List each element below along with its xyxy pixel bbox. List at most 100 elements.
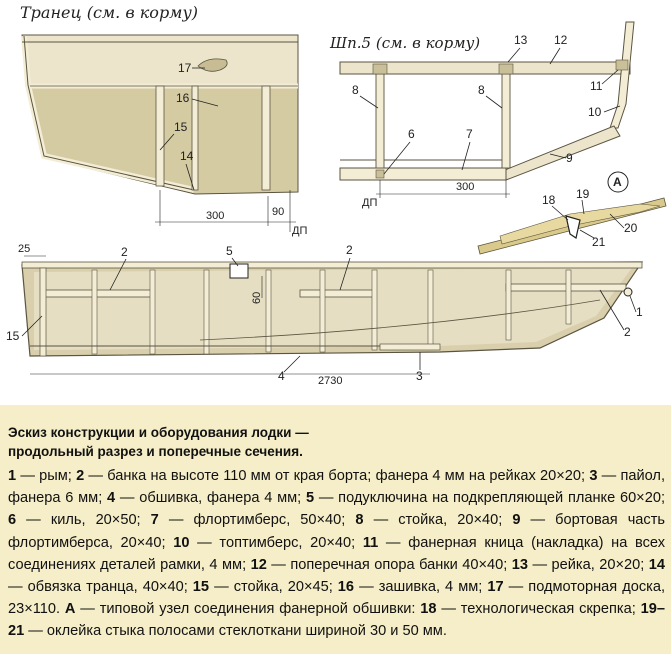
frame-8 (505, 269, 512, 341)
frame-5 (319, 269, 326, 353)
callout-14: 14 (180, 149, 194, 163)
dim-frame-width: 300 (456, 181, 474, 193)
callout-7: 7 (466, 127, 473, 141)
transom-post-2 (261, 85, 271, 191)
leader-21 (579, 229, 595, 239)
legend-number: 5 (305, 490, 315, 507)
legend-text: — бортовая часть флортимберса, 20×40; (8, 512, 665, 551)
legend-number: А (64, 601, 76, 618)
legend-number: 14 (648, 556, 665, 573)
legend-text: — рым; (16, 468, 77, 484)
mooring-ring (623, 287, 633, 297)
leader-19 (581, 199, 585, 215)
legend-number: 11 (362, 534, 379, 551)
top-timber (609, 21, 635, 129)
legend-number: 3 (589, 468, 598, 484)
legend-number: 6 (8, 512, 17, 529)
frame-2 (149, 269, 156, 355)
callout-6: 6 (408, 127, 415, 141)
boat-drawing: Транец (см. в корму) 17 16 15 14 300 90 … (6, 3, 667, 387)
legend-number: 1 (8, 468, 17, 484)
legend-number: 19–21 (8, 601, 665, 640)
leader-5 (231, 257, 239, 267)
transom-title: Транец (см. в корму) (20, 3, 198, 22)
leader-18 (551, 205, 569, 221)
callout-17: 17 (178, 61, 192, 75)
legend-number: 8 (355, 512, 364, 529)
leader-16 (191, 98, 219, 107)
floor-timber (339, 167, 507, 181)
leader-12 (549, 47, 561, 65)
gunwale (21, 261, 643, 269)
legend-text: — банка на высоте 110 мм от края борта; … (84, 468, 590, 484)
callout-1: 1 (636, 305, 643, 319)
legend-text: — флортимберс, 50×40; (158, 512, 356, 529)
legend-number: 4 (107, 490, 116, 507)
leader-1 (629, 295, 637, 313)
leader-2-c (599, 289, 625, 331)
leader-6 (383, 141, 411, 175)
leader-8-left (359, 95, 379, 109)
legend-text: — фанерная кница (накладка) на всех соед… (8, 534, 665, 573)
motor-board (197, 58, 228, 72)
caption-legend: 1 — рым; 2 — банка на высоте 110 мм от к… (8, 465, 665, 643)
knee-2 (498, 63, 514, 75)
bench-stern (41, 289, 155, 298)
dim-transom-keel: 90 (272, 206, 284, 218)
legend-text: — подмоторная доска, 23×110. (8, 579, 666, 618)
callout-8-right: 8 (478, 83, 485, 97)
chine-line (199, 299, 601, 341)
legend-text: — оклейка стыка полосами стеклоткани шир… (24, 623, 447, 640)
legend-text: — пайол, фанера 6 мм; (8, 468, 665, 507)
transom-post-1 (155, 85, 165, 187)
callout-2-c: 2 (624, 325, 631, 339)
leader-15-b (21, 315, 43, 337)
oarlock (229, 263, 249, 279)
frame-1 (91, 269, 98, 355)
callout-9: 9 (566, 151, 573, 165)
keel-block (375, 169, 385, 179)
frame-7 (427, 269, 434, 349)
leader-15 (159, 133, 175, 151)
legend-text: — обшивка, фанера 4 мм; (115, 490, 306, 507)
transom-section: Транец (см. в корму) 17 16 15 14 300 90 … (20, 3, 307, 237)
legend-text: — стойка, 20×45; (209, 579, 338, 596)
leader-2-a (109, 258, 127, 291)
leader-11 (601, 69, 619, 85)
callout-4: 4 (278, 369, 285, 383)
floorboard (379, 343, 441, 351)
callout-10: 10 (588, 105, 602, 119)
frame-4 (265, 269, 272, 353)
callout-5: 5 (226, 244, 233, 258)
hull-inner (34, 268, 632, 350)
legend-number: 15 (192, 579, 210, 596)
dim-hull-length: 2730 (318, 375, 342, 387)
legend-text: — стойка, 20×40; (363, 512, 513, 529)
figure-caption: Эскиз конструкции и оборудования лодки —… (0, 405, 671, 654)
legend-number: 17 (487, 579, 504, 596)
dim-transom-baseline: ДП (292, 225, 307, 237)
dim-transom-width: 300 (206, 210, 224, 222)
callout-3: 3 (416, 369, 423, 383)
node-a-circle (607, 171, 629, 193)
dim-bow-offset: 25 (18, 243, 30, 255)
leader-4 (283, 355, 301, 373)
caption-title: Эскиз конструкции и оборудования лодки —… (8, 423, 665, 461)
legend-text: — поперечная опора банки 40×40; (266, 556, 512, 573)
legend-number: 18 (420, 601, 437, 618)
frame-post-left (375, 73, 385, 169)
callout-21: 21 (592, 235, 606, 249)
legend-number: 10 (173, 534, 190, 551)
legend-text: — киль, 20×50; (16, 512, 151, 529)
callout-15: 15 (174, 120, 188, 134)
transom-keel-post (191, 85, 199, 191)
legend-text: — рейка, 20×20; (528, 556, 649, 573)
leader-7 (461, 141, 471, 171)
leader-20 (609, 213, 625, 229)
callout-20: 20 (624, 221, 638, 235)
longitudinal-section: 2 2 2 5 1 15 4 3 25 2730 60 (6, 243, 644, 387)
callout-2-a: 2 (121, 245, 128, 259)
callout-8-left: 8 (352, 83, 359, 97)
legend-text: — типовой узел соединения фанерной обшив… (75, 601, 421, 618)
caption-title-line1: Эскиз конструкции и оборудования лодки — (8, 425, 309, 440)
